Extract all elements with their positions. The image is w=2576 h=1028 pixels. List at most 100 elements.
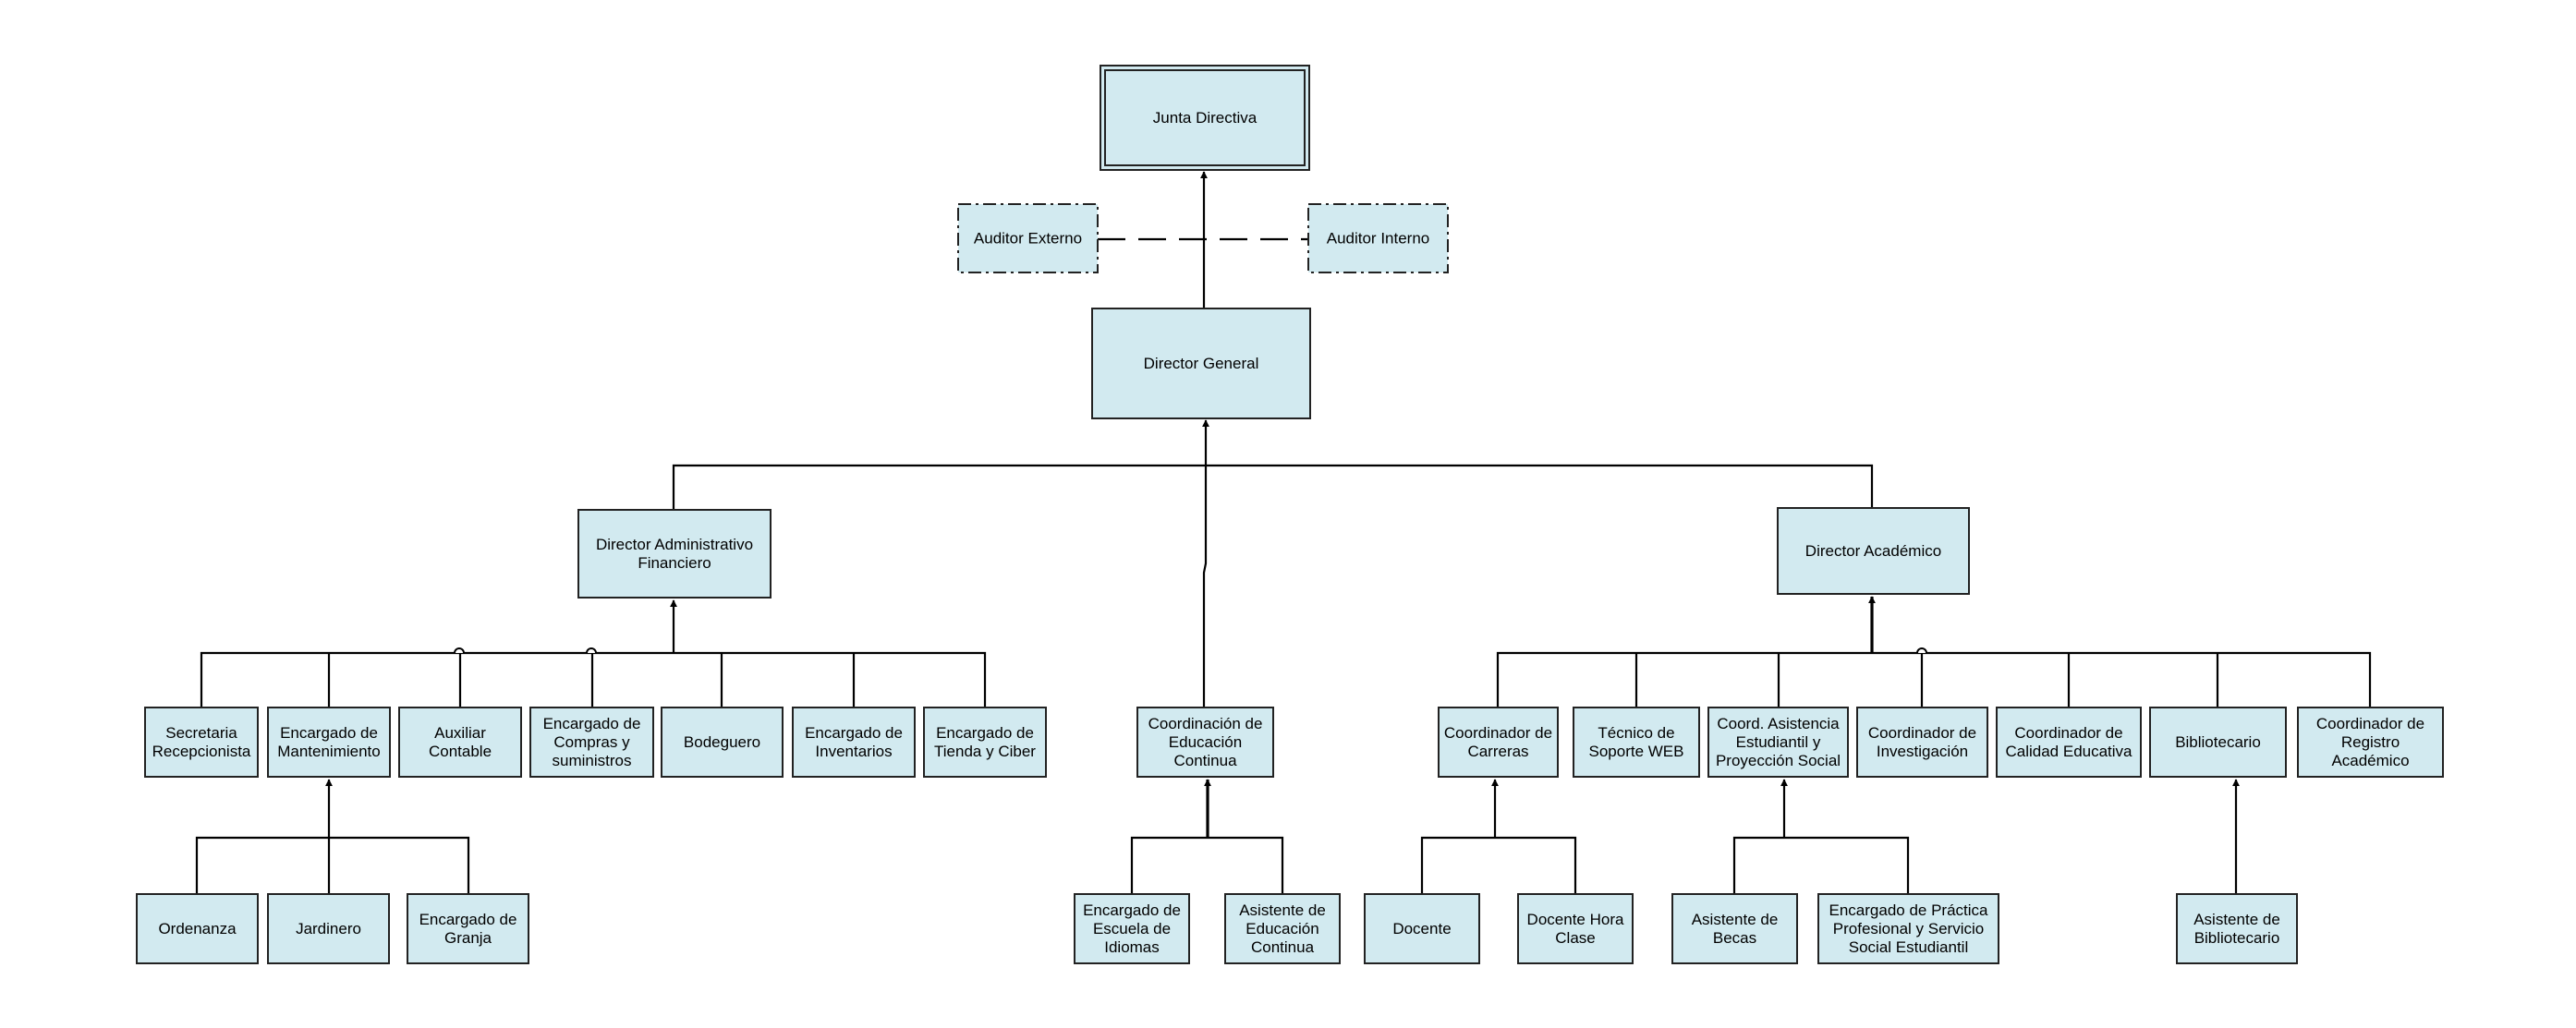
node-box	[398, 707, 522, 778]
node-label: Profesional y Servicio	[1833, 920, 1984, 937]
node-label: Asistente de	[1692, 911, 1779, 928]
node-box	[144, 707, 259, 778]
node-label: Asistente de	[1239, 901, 1326, 919]
node-auditor-externo: Auditor Externo	[957, 203, 1099, 273]
node-box	[1100, 65, 1310, 171]
node-label: Tienda y Ciber	[934, 743, 1036, 760]
node-label: Clase	[1555, 929, 1595, 947]
node-box	[2297, 707, 2444, 778]
node-label: Coordinador de	[2316, 715, 2424, 732]
node-label: Encargado de	[280, 724, 378, 742]
node-label: Director General	[1144, 355, 1259, 372]
node-box	[577, 509, 772, 599]
node-label: Idiomas	[1104, 938, 1160, 956]
node-box	[1091, 308, 1311, 419]
node-bodeguero: Bodeguero	[661, 707, 784, 778]
node-box	[1817, 893, 1999, 964]
node-label: Director Académico	[1805, 542, 1941, 560]
node-label: Calidad Educativa	[2005, 743, 2132, 760]
node-box	[1517, 893, 1634, 964]
node-label: Director Administrativo	[596, 536, 753, 553]
node-label: Encargado de	[936, 724, 1034, 742]
node-label: Ordenanza	[158, 920, 237, 937]
line-hop	[586, 647, 597, 654]
node-box	[1364, 893, 1480, 964]
node-box	[1438, 707, 1559, 778]
node-label: Asistente de	[2193, 911, 2280, 928]
node-label: Bibliotecario	[2194, 929, 2280, 947]
node-director-general: Director General	[1091, 308, 1311, 419]
node-label: Granja	[444, 929, 492, 947]
node-label: Carreras	[1467, 743, 1528, 760]
node-label: Contable	[429, 743, 492, 760]
node-box	[1307, 203, 1449, 273]
node-label: Auxiliar	[434, 724, 486, 742]
node-label: Compras y	[553, 733, 630, 751]
node-label: Mantenimiento	[277, 743, 381, 760]
node-box	[1856, 707, 1988, 778]
node-label: Jardinero	[296, 920, 361, 937]
node-label: Recepcionista	[152, 743, 251, 760]
node-box	[1671, 893, 1798, 964]
node-box	[2149, 707, 2287, 778]
node-label: suministros	[553, 752, 632, 769]
connector-carreras-children-bus	[1420, 836, 1577, 894]
node-junta: Junta Directiva	[1100, 65, 1310, 171]
node-label: Docente Hora	[1527, 911, 1624, 928]
node-dir-academico: Director Académico	[1777, 507, 1970, 595]
node-label: Social Estudiantil	[1849, 938, 1968, 956]
connector-academic-bus	[1204, 464, 1874, 508]
node-label: Escuela de	[1093, 920, 1171, 937]
line-hop	[1916, 647, 1927, 654]
node-label: Bibliotecario	[2175, 733, 2261, 751]
node-label: Inventarios	[815, 743, 892, 760]
node-label: Docente	[1392, 920, 1451, 937]
node-box	[1573, 707, 1700, 778]
node-label: Coordinador de	[2014, 724, 2122, 742]
node-box	[407, 893, 529, 964]
node-label: Continua	[1251, 938, 1315, 956]
line-hop	[454, 647, 465, 654]
node-box	[661, 707, 784, 778]
node-label: Educación	[1245, 920, 1318, 937]
node-label: Auditor Externo	[974, 230, 1082, 248]
node-label: Soporte WEB	[1589, 743, 1684, 760]
node-label: Bodeguero	[684, 733, 760, 751]
node-box	[1136, 707, 1274, 778]
node-label: Coordinador de	[1868, 724, 1976, 742]
node-label: Coordinador de	[1444, 724, 1552, 742]
connector-admin-bus	[672, 464, 1204, 510]
node-label: Encargado de Práctica	[1829, 901, 1989, 919]
node-label: Encargado de	[805, 724, 903, 742]
node-box	[1074, 893, 1190, 964]
node-label: Coordinación de	[1148, 715, 1263, 732]
connector-academic-children-bus	[1496, 651, 2372, 708]
node-docente: Docente	[1364, 893, 1480, 964]
node-box	[1224, 893, 1341, 964]
node-box	[957, 203, 1099, 273]
node-box	[792, 707, 916, 778]
node-auditor-interno: Auditor Interno	[1307, 203, 1449, 273]
connector-asistencia-children-bus	[1732, 836, 1910, 894]
connector-edu-children-bus	[1130, 836, 1284, 894]
